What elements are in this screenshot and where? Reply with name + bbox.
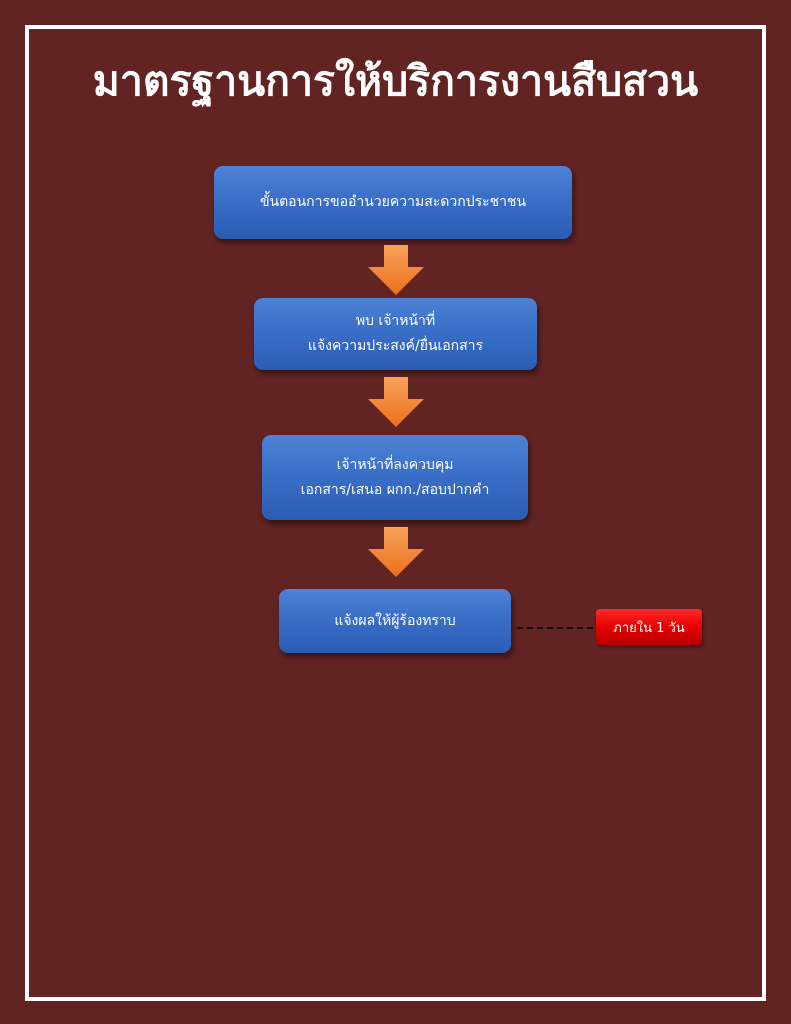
step-2-box: พบ เจ้าหน้าที่ แจ้งความประสงค์/ยื่นเอกสา… xyxy=(254,298,537,370)
step-3-label-line-1: เจ้าหน้าที่ลงควบคุม xyxy=(336,456,454,473)
down-arrow-2 xyxy=(368,377,424,427)
timeframe-badge: ภายใน 1 วัน xyxy=(596,609,702,645)
step-2-label-line-2: แจ้งความประสงค์/ยื่นเอกสาร xyxy=(307,338,484,354)
step-4-label: แจ้งผลให้ผู้ร้องทราบ xyxy=(334,612,456,629)
down-arrow-1 xyxy=(368,245,424,295)
step-1-box: ขั้นตอนการขออำนวยความสะดวกประชาชน xyxy=(214,166,572,239)
step-3-box: เจ้าหน้าที่ลงควบคุม เอกสาร/เสนอ ผกก./สอบ… xyxy=(262,435,528,520)
page-frame xyxy=(25,25,766,1001)
step-2-label-line-1: พบ เจ้าหน้าที่ xyxy=(355,313,436,329)
page-title: มาตรฐานการให้บริการงานสืบสวน xyxy=(92,57,699,105)
dashed-connector xyxy=(517,627,596,629)
step-3-label-line-2: เอกสาร/เสนอ ผกก./สอบปากคำ xyxy=(300,481,490,498)
timeframe-label: ภายใน 1 วัน xyxy=(613,620,685,636)
down-arrow-3 xyxy=(368,527,424,577)
step-4-box: แจ้งผลให้ผู้ร้องทราบ xyxy=(279,589,511,653)
step-1-label: ขั้นตอนการขออำนวยความสะดวกประชาชน xyxy=(259,194,527,210)
